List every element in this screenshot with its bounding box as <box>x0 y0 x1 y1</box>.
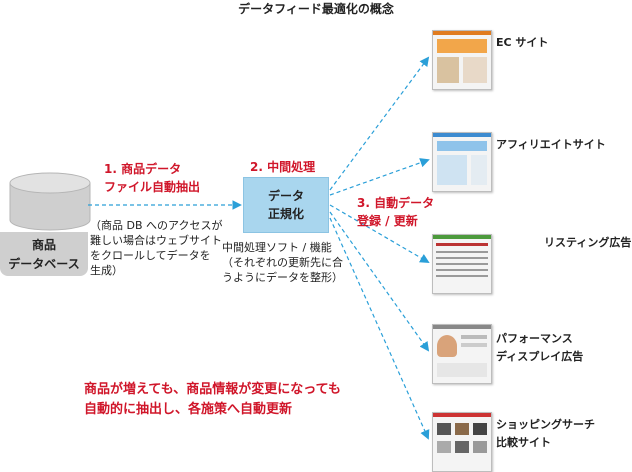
product-database: 商品 データベース <box>0 232 88 276</box>
step3-label: 3. 自動データ 登録 / 更新 <box>357 196 435 228</box>
arrow-display <box>329 211 430 352</box>
shopping-search-thumbnail <box>432 412 492 472</box>
ec-site-thumbnail <box>432 30 492 90</box>
normalize-box: データ 正規化 <box>243 177 329 233</box>
step1-label: 1. 商品データ ファイル自動抽出 <box>104 162 201 194</box>
display-ad-thumbnail <box>432 324 492 384</box>
listing-ad-thumbnail <box>432 234 492 294</box>
database-cylinder-icon <box>9 172 91 231</box>
destination-display-label: パフォーマンス ディスプレイ広告 <box>496 332 584 363</box>
arrow-listing <box>329 204 430 263</box>
destination-affiliate-label: アフィリエイトサイト <box>496 138 606 151</box>
destination-listing-label: リスティング広告 <box>544 236 632 249</box>
summary-text: 商品が増えても、商品情報が変更になっても 自動的に抽出し、各施策へ自動更新 <box>84 382 342 417</box>
destination-shopping-label: ショッピングサーチ 比較サイト <box>496 418 595 449</box>
destination-ec-label: EC サイト <box>496 36 549 49</box>
step1-note: （商品 DB へのアクセスが 難しい場合はウェブサイト をクロールしてデータを … <box>90 219 223 277</box>
step2-label: 2. 中間処理 <box>250 160 316 174</box>
database-label-line1: 商品 <box>31 238 56 252</box>
affiliate-site-thumbnail <box>432 132 492 192</box>
arrow-affiliate <box>329 158 430 196</box>
database-label-line2: データベース <box>8 257 80 271</box>
arrow-ec <box>329 56 430 191</box>
diagram-title: データフィード最適化の概念 <box>238 2 394 16</box>
arrow-shopping <box>329 217 430 440</box>
step2-note: 中間処理ソフト / 機能 （それぞれの更新先に合 うようにデータを整形） <box>222 241 343 284</box>
